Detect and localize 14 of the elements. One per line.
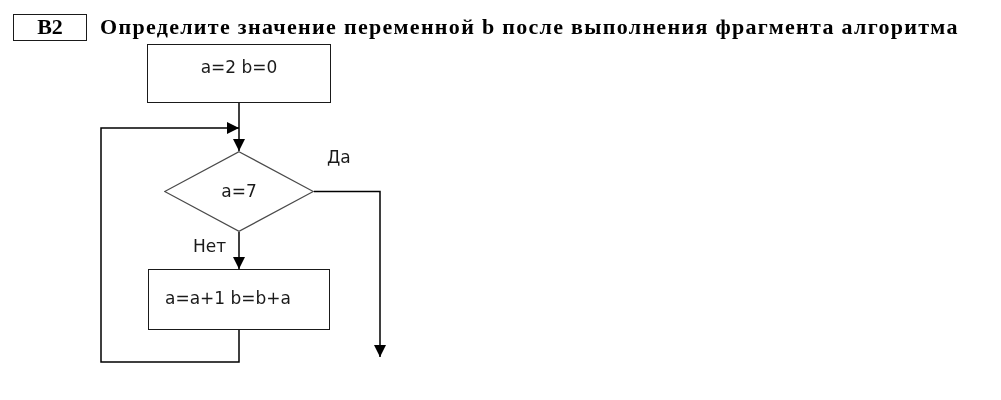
edge-label: Да [326,147,352,167]
process-box [148,269,330,330]
task-number: B2 [36,15,64,39]
flow-arrow [233,231,245,270]
decision-diamond [164,151,314,232]
flow-arrow [313,190,386,358]
task-number-box [13,14,87,41]
condition-text: a=7 [220,181,258,201]
process-text: a=a+1 b=b+a [165,288,292,308]
task-question: Определите значение переменной b после выполнения фрагмента алгоритма [100,15,959,39]
process-text: a=2 b=0 [199,57,279,77]
flow-arrow [233,102,245,152]
process-box [147,44,331,103]
flow-arrow [100,122,240,363]
